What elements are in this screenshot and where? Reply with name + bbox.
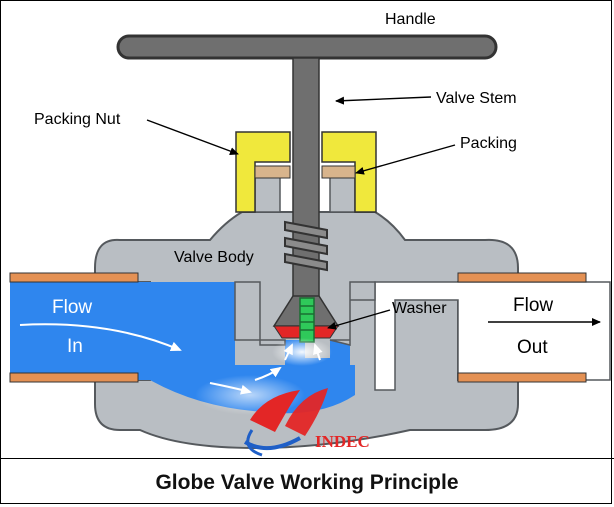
inlet-flange-bottom — [9, 372, 139, 383]
label-valve-stem: Valve Stem — [436, 90, 517, 107]
label-handle: Handle — [385, 11, 436, 28]
diagram-title: Globe Valve Working Principle — [155, 471, 459, 494]
label-flow-in-1: Flow — [52, 297, 92, 318]
disc-pin — [299, 297, 315, 343]
label-washer: Washer — [392, 300, 447, 317]
label-valve-body: Valve Body — [174, 249, 254, 266]
stem-thread — [284, 220, 328, 272]
label-flow-in-2: In — [67, 336, 83, 357]
packing — [254, 165, 356, 179]
outlet-passage — [374, 281, 611, 391]
flow-glow — [272, 338, 332, 366]
label-packing: Packing — [460, 135, 517, 152]
label-flow-out-2: Out — [517, 337, 548, 358]
caption-band: Globe Valve Working Principle — [0, 458, 614, 507]
handle — [116, 34, 498, 60]
flow-arrows — [19, 323, 323, 395]
label-packing-nut: Packing Nut — [34, 111, 121, 128]
outlet-flange-bottom — [457, 372, 587, 383]
leader-lines — [146, 96, 601, 330]
packing-nut — [235, 131, 377, 213]
watermark-text: INDEC — [315, 432, 370, 451]
indec-logo: INDEC — [243, 388, 370, 457]
globe-valve-diagram: INDEC Handle Valve Stem Packing Nut Pack… — [9, 11, 611, 457]
label-flow-out-1: Flow — [513, 295, 553, 316]
inlet-flange-top — [9, 272, 139, 283]
outlet-flange-top — [457, 272, 587, 283]
